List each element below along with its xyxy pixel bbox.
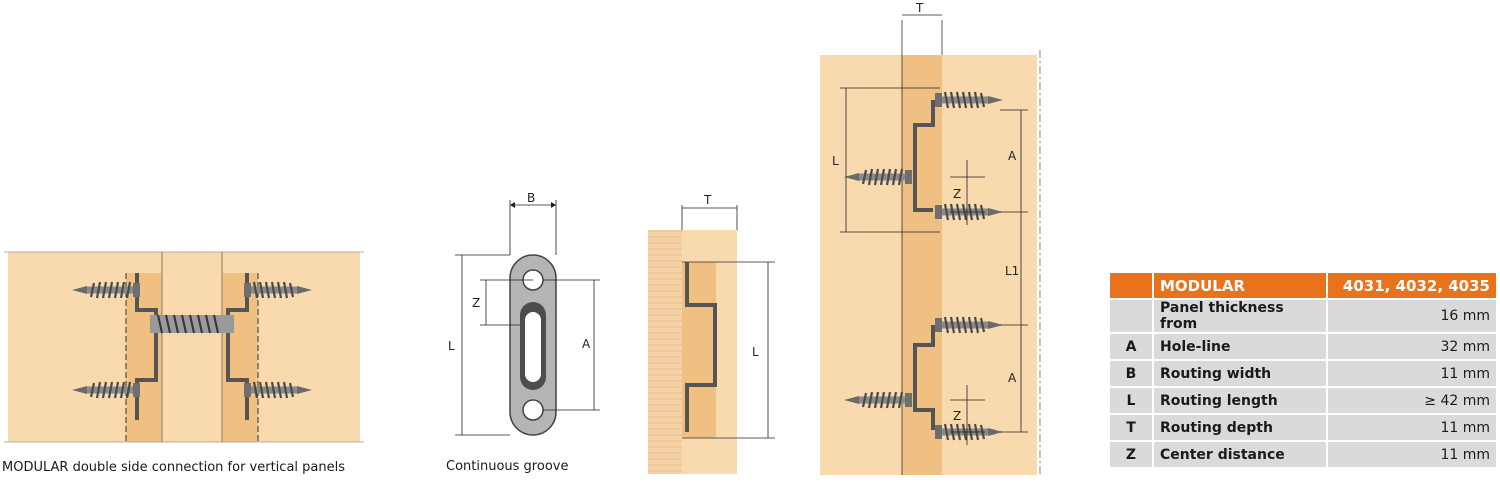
dimension-label: Z	[953, 409, 961, 423]
table-row: L Routing length ≥ 42 mm	[1110, 388, 1496, 413]
figure-assembled-section: T L A L1 A Z Z	[820, 1, 1041, 475]
header-models: 4031, 4032, 4035	[1328, 273, 1496, 298]
dimension-label: L1	[1005, 264, 1019, 278]
row-value: 32 mm	[1328, 334, 1496, 359]
table-row: B Routing width 11 mm	[1110, 361, 1496, 386]
row-value: 11 mm	[1328, 361, 1496, 386]
bracket-section	[685, 262, 717, 432]
spec-table: MODULAR 4031, 4032, 4035 Panel thickness…	[1108, 271, 1498, 469]
row-value: 16 mm	[1328, 300, 1496, 332]
plate-hole-bottom	[522, 399, 544, 421]
caption-continuous-groove: Continuous groove	[446, 459, 569, 474]
panel-left	[820, 55, 902, 475]
row-symbol: Z	[1110, 442, 1152, 467]
dimension-label: Z	[953, 187, 961, 201]
spec-table-header: MODULAR 4031, 4032, 4035	[1110, 273, 1496, 298]
bracket-bottom	[913, 325, 935, 430]
hatched-panel	[648, 230, 682, 474]
row-label: Panel thickness from	[1154, 300, 1326, 332]
header-product: MODULAR	[1154, 273, 1326, 298]
figure-connector-plate: B Z L A	[448, 191, 600, 436]
row-symbol	[1110, 300, 1152, 332]
row-symbol: A	[1110, 334, 1152, 359]
dimension-label: A	[1008, 371, 1017, 385]
dimension-label: T	[915, 1, 924, 15]
row-value: 11 mm	[1328, 415, 1496, 440]
header-symbol	[1110, 273, 1152, 298]
table-row: Panel thickness from 16 mm	[1110, 300, 1496, 332]
dimension-label: A	[582, 337, 591, 351]
figure-double-side-connection	[4, 251, 364, 443]
table-row: T Routing depth 11 mm	[1110, 415, 1496, 440]
dimension-label: L	[448, 339, 455, 353]
dimension-label: B	[527, 191, 535, 205]
dimension-label: L	[752, 345, 759, 359]
row-label: Routing width	[1154, 361, 1326, 386]
dimension-label: Z	[472, 296, 480, 310]
row-label: Routing length	[1154, 388, 1326, 413]
table-row: Z Center distance 11 mm	[1110, 442, 1496, 467]
row-symbol: T	[1110, 415, 1152, 440]
caption-double-side: MODULAR double side connection for verti…	[2, 460, 345, 475]
figure-groove-section: T L	[648, 193, 775, 474]
row-value: 11 mm	[1328, 442, 1496, 467]
row-symbol: L	[1110, 388, 1152, 413]
row-label: Center distance	[1154, 442, 1326, 467]
dimension-label: A	[1008, 149, 1017, 163]
row-label: Hole-line	[1154, 334, 1326, 359]
panel-left-right-wood	[8, 252, 360, 442]
row-value: ≥ 42 mm	[1328, 388, 1496, 413]
dimension-label: T	[703, 193, 712, 207]
table-row: A Hole-line 32 mm	[1110, 334, 1496, 359]
row-label: Routing depth	[1154, 415, 1326, 440]
bracket-top	[913, 100, 935, 212]
row-symbol: B	[1110, 361, 1152, 386]
dimension-label: L	[832, 154, 839, 168]
